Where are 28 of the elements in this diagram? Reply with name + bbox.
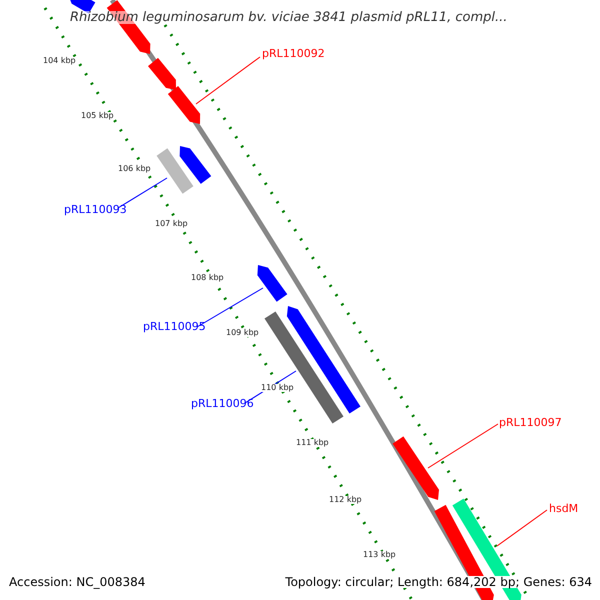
title: Rhizobium leguminosarum bv. viciae 3841 plasmid pRL11, compl...: [70, 11, 508, 24]
gene-feature: [257, 265, 288, 302]
scale-label: 105 kbp: [81, 112, 114, 120]
gene-label: pRL110096: [191, 398, 254, 409]
leader-line: [496, 510, 548, 546]
scale-label: 112 kbp: [329, 496, 362, 504]
scale-label: 111 kbp: [296, 439, 329, 447]
genome-info-text: Topology: circular; Length: 684,202 bp; Genes: 634: [285, 576, 592, 588]
gene-feature: [168, 86, 200, 124]
gene-feature: [156, 148, 194, 194]
gene-label: hsdM: [549, 503, 578, 514]
gene-label: pRL110095: [143, 321, 206, 332]
gene-label: pRL110097: [499, 417, 562, 428]
scale-label: 108 kbp: [191, 274, 224, 282]
leader-line: [196, 288, 264, 328]
gene-label: pRL110092: [262, 48, 325, 59]
gene-feature: [180, 146, 212, 184]
gene-feature: [148, 58, 176, 90]
gene-feature: [392, 436, 439, 500]
scale-label: 104 kbp: [43, 57, 76, 65]
leader-line: [118, 178, 168, 208]
accession-text: Accession: NC_008384: [9, 576, 146, 588]
scale-label: 113 kbp: [363, 551, 396, 559]
scale-label: 107 kbp: [155, 220, 188, 228]
gene-label: pRL110093: [64, 204, 127, 215]
leader-line: [196, 56, 260, 104]
scale-label: 110 kbp: [261, 384, 294, 392]
leader-line: [428, 424, 498, 468]
